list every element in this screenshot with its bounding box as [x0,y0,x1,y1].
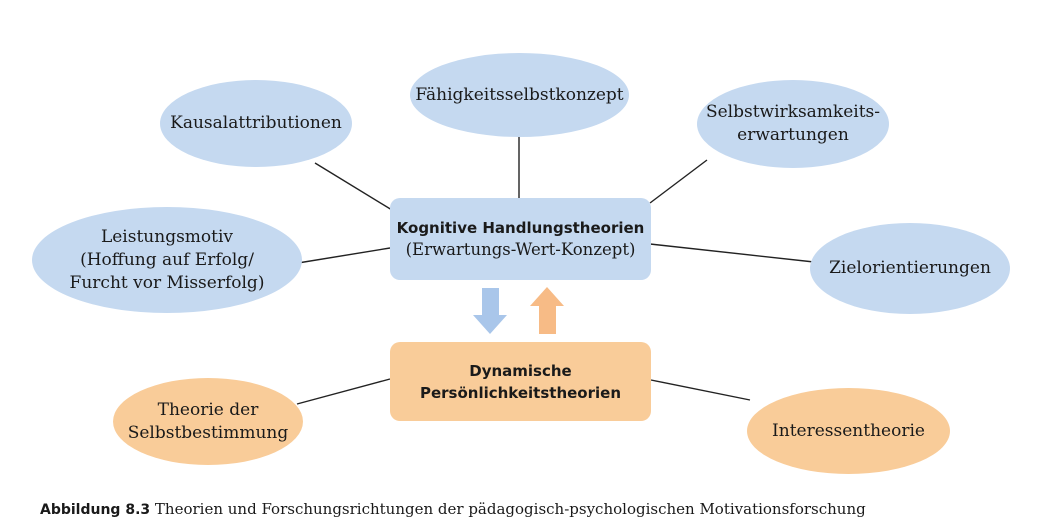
connector-interesse [650,379,751,401]
node-selbstwirksamkeitserwartungen: Selbstwirksamkeits- erwartungen [697,80,889,168]
connector-selbstwirk [649,159,708,204]
node-interessentheorie: Interessentheorie [747,388,950,474]
arrow-up-icon [530,287,564,334]
box-kognitive-handlungstheorien: Kognitive Handlungstheorien (Erwartungs-… [390,198,651,280]
figure-caption: Abbildung 8.3 Theorien und Forschungsric… [40,500,866,518]
node-zielorientierungen: Zielorientierungen [810,223,1010,314]
node-leistungsmotiv: Leistungsmotiv (Hoffung auf Erfolg/ Furc… [32,207,302,313]
arrow-down-icon [473,288,507,334]
box-dynamische-persoenlichkeitstheorien: Dynamische Persönlichkeitstheorien [390,342,651,421]
node-theorie-der-selbstbestimmung: Theorie der Selbstbestimmung [113,378,303,465]
connector-leistung [297,247,391,264]
node-faehigkeitsselbstkonzept: Fähigkeitsselbstkonzept [410,53,629,137]
caption-label: Abbildung 8.3 [40,502,151,518]
connector-kausal [314,162,393,211]
node-kausalattributionen: Kausalattributionen [160,80,352,167]
caption-text: Theorien und Forschungsrichtungen der pä… [154,500,866,518]
connector-selbstbestimmung [296,378,391,405]
connector-ziel [649,243,815,263]
